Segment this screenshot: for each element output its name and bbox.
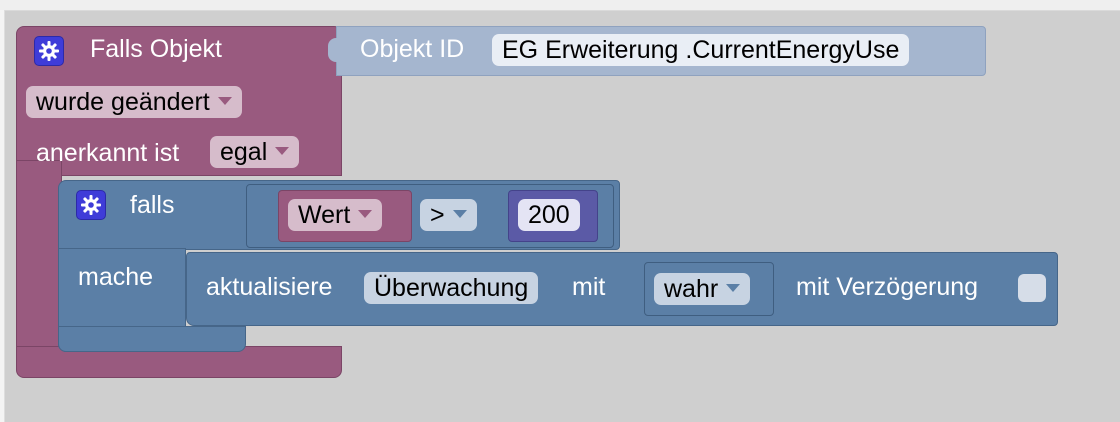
- chevron-down-icon: [217, 97, 232, 106]
- number-value: 200: [528, 201, 570, 229]
- number-field[interactable]: 200: [518, 199, 580, 231]
- gear-icon: [39, 41, 59, 61]
- event-block-spine: [16, 160, 62, 360]
- chevron-down-icon: [726, 284, 741, 293]
- objectid-value: EG Erweiterung .CurrentEnergyUse: [502, 36, 900, 64]
- objectid-connector-notch: [328, 38, 340, 62]
- delay-label: mit Verzögerung: [796, 273, 979, 301]
- bool-value: wahr: [664, 275, 719, 303]
- gear-icon: [81, 195, 101, 215]
- trigger-dropdown[interactable]: wurde geändert: [26, 86, 242, 118]
- if-block-footer: [58, 326, 246, 352]
- if-gear-icon[interactable]: [76, 190, 106, 220]
- variable-value: Überwachung: [374, 274, 529, 302]
- event-gear-icon[interactable]: [34, 36, 64, 66]
- workspace-top-border: [0, 0, 1120, 11]
- if-label: falls: [130, 191, 175, 219]
- operator-dropdown[interactable]: >: [420, 199, 477, 231]
- compare-left-dropdown[interactable]: Wert: [288, 199, 383, 231]
- update-label: aktualisiere: [206, 273, 333, 301]
- compare-left-value: Wert: [298, 201, 351, 229]
- workspace-left-border: [0, 10, 5, 422]
- chevron-down-icon: [452, 210, 467, 219]
- objectid-label: Objekt ID: [360, 35, 465, 63]
- bool-dropdown[interactable]: wahr: [654, 273, 751, 305]
- ack-dropdown[interactable]: egal: [210, 136, 300, 168]
- variable-dropdown[interactable]: Überwachung: [364, 272, 539, 304]
- operator-value: >: [430, 201, 445, 229]
- objectid-value-field[interactable]: EG Erweiterung .CurrentEnergyUse: [492, 34, 910, 66]
- chevron-down-icon: [275, 147, 290, 156]
- delay-checkbox[interactable]: [1018, 274, 1046, 302]
- update-block[interactable]: [186, 252, 1058, 326]
- trigger-dropdown-value: wurde geändert: [36, 88, 210, 116]
- with-label: mit: [572, 273, 606, 301]
- ack-label: anerkannt ist: [36, 139, 180, 167]
- event-block-title: Falls Objekt: [90, 35, 222, 63]
- ack-dropdown-value: egal: [220, 138, 268, 166]
- do-label: mache: [78, 263, 154, 291]
- chevron-down-icon: [358, 210, 373, 219]
